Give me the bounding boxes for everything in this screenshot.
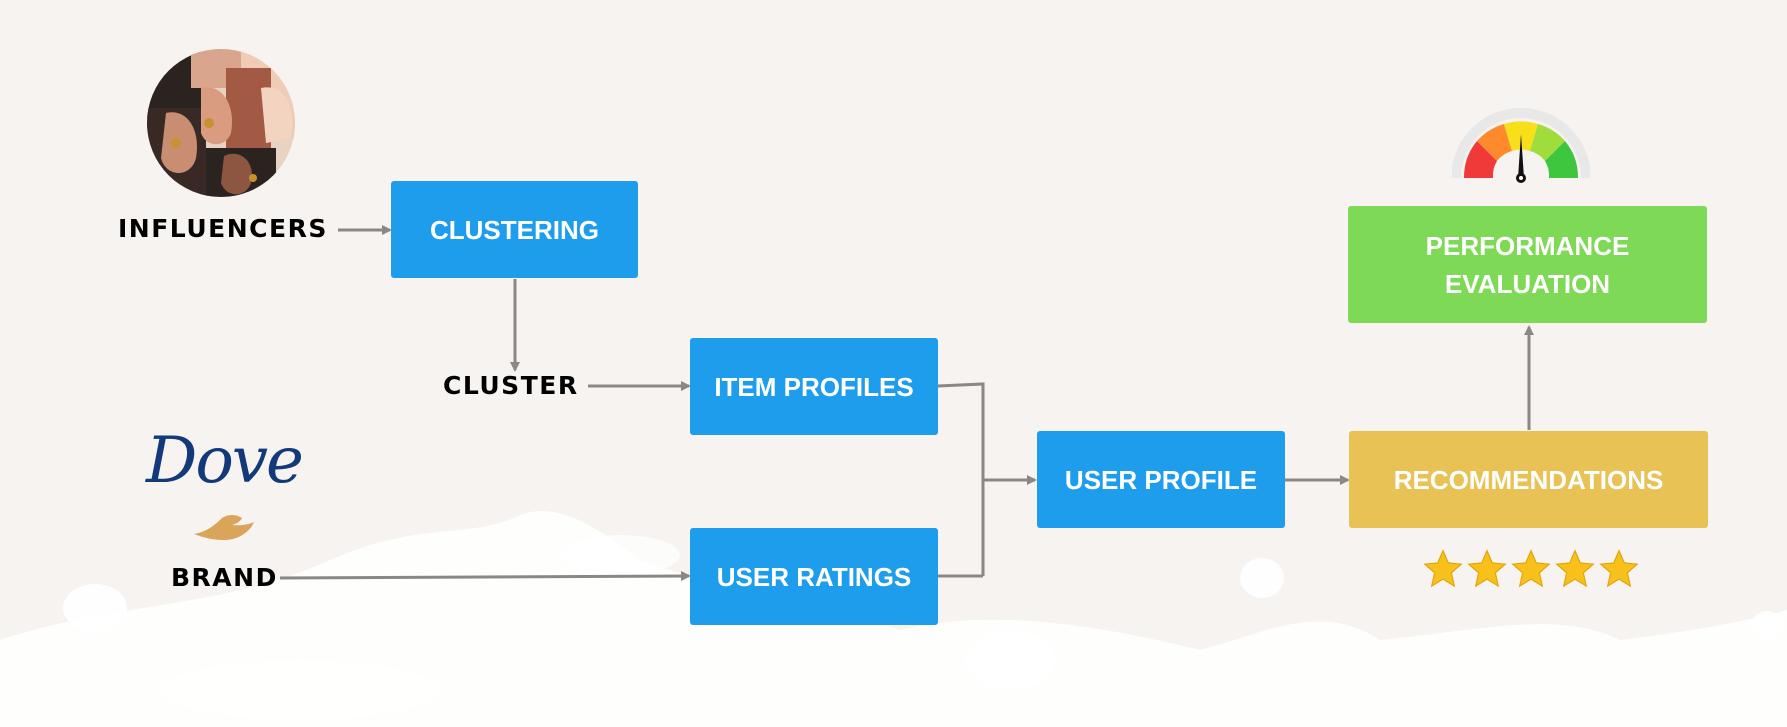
star-icon	[1555, 549, 1595, 588]
clustering-box: CLUSTERING	[391, 181, 638, 278]
star-icon	[1423, 549, 1463, 588]
gauge-icon	[1452, 108, 1590, 183]
brand-logo: Dove	[146, 424, 304, 498]
item-profiles-box: ITEM PROFILES	[690, 338, 938, 435]
star-icon	[1511, 549, 1551, 588]
star-rating	[1422, 548, 1640, 590]
user-ratings-box: USER RATINGS	[690, 528, 938, 625]
performance-line-2: EVALUATION	[1444, 268, 1611, 299]
user-profile-box: USER PROFILE	[1037, 431, 1285, 528]
performance-line-1: PERFORMANCE	[1425, 230, 1630, 261]
star-icon	[1599, 549, 1639, 588]
brand-label: BRAND	[171, 563, 278, 592]
recommendations-box: RECOMMENDATIONS	[1349, 431, 1708, 528]
performance-evaluation-box: PERFORMANCE EVALUATION	[1348, 206, 1707, 323]
connector-item-profiles	[937, 382, 985, 576]
cluster-label: CLUSTER	[443, 371, 579, 400]
influencers-portrait-icon	[147, 49, 295, 197]
dove-bird-icon	[194, 515, 254, 540]
arrow-brand-to-user-ratings	[279, 571, 691, 582]
star-icon	[1467, 549, 1507, 588]
influencers-label: INFLUENCERS	[118, 214, 328, 243]
